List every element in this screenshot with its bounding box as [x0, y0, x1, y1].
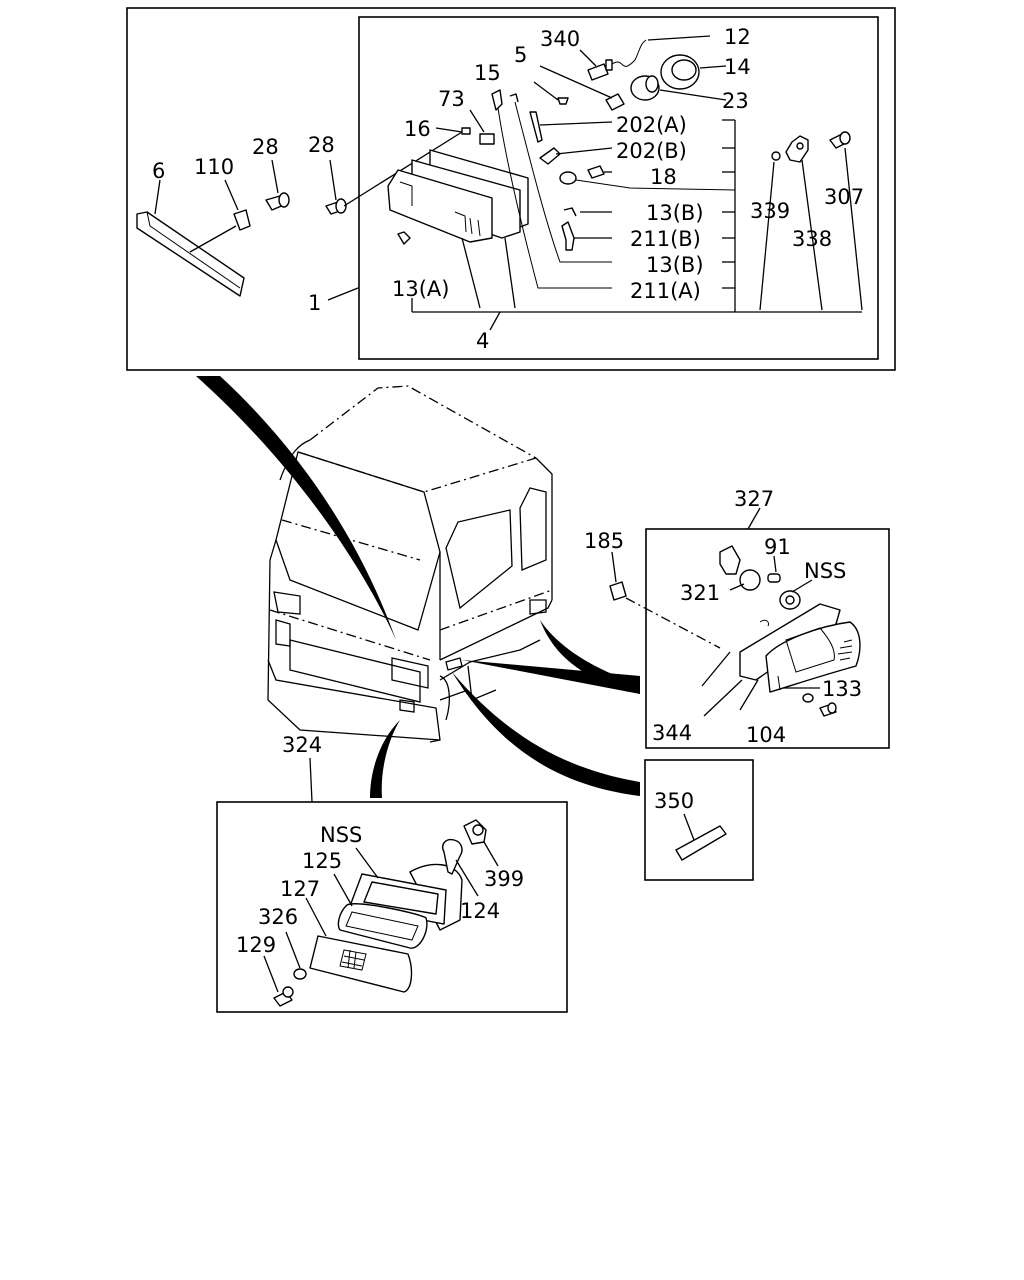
callout-211a: 211(A) [630, 279, 701, 303]
pointer-side-lamp-2 [462, 660, 640, 694]
callout-1: 1 [308, 291, 321, 315]
side-lamp-group: 327 185 91 NSS 321 133 344 104 [584, 487, 890, 749]
leader-lines [327, 119, 862, 331]
callout-124: 124 [460, 899, 500, 923]
callout-326: 326 [258, 905, 298, 929]
headlamp-inner-frame [358, 16, 879, 360]
callout-202a: 202(A) [616, 113, 687, 137]
reflector-group: 350 [644, 759, 754, 881]
callout-23: 23 [722, 89, 749, 113]
callout-133: 133 [822, 677, 862, 701]
callout-91: 91 [764, 535, 791, 559]
callout-14: 14 [724, 55, 751, 79]
truck-cab-drawing [196, 376, 640, 798]
callout-340: 340 [540, 27, 580, 51]
callout-13b-lower: 13(B) [646, 253, 704, 277]
callout-104: 104 [746, 723, 786, 747]
callout-129: 129 [236, 933, 276, 957]
callout-339: 339 [750, 199, 790, 223]
callout-344: 344 [652, 721, 692, 745]
pointer-fog-lamp [370, 720, 400, 798]
callout-324: 324 [282, 733, 322, 757]
callout-4: 4 [476, 329, 489, 353]
headlamp-small-parts [397, 81, 736, 289]
callout-338: 338 [792, 227, 832, 251]
callout-15: 15 [474, 61, 501, 85]
callout-399: 399 [484, 867, 524, 891]
headlamp-unit-part [387, 149, 529, 309]
callout-185: 185 [584, 529, 624, 553]
bulb-socket-parts [539, 35, 727, 111]
callout-nss-side: NSS [804, 559, 846, 583]
callout-12: 12 [724, 25, 751, 49]
callout-127: 127 [280, 877, 320, 901]
pointer-reflector [452, 672, 640, 796]
callout-321: 321 [680, 581, 720, 605]
callout-18: 18 [650, 165, 677, 189]
headlamp-outer-frame [126, 7, 896, 371]
callout-350: 350 [654, 789, 694, 813]
callout-13b-upper: 13(B) [646, 201, 704, 225]
screw-28-right-part [325, 131, 463, 215]
callout-307: 307 [824, 185, 864, 209]
callout-110: 110 [194, 155, 234, 179]
callout-73: 73 [438, 87, 465, 111]
side-lamp-frame [645, 528, 890, 749]
right-bracket-parts [759, 131, 863, 311]
bracket-bar-part [136, 179, 245, 297]
callout-125: 125 [302, 849, 342, 873]
callout-202b: 202(B) [616, 139, 687, 163]
callout-211b: 211(B) [630, 227, 701, 251]
callout-6: 6 [152, 159, 165, 183]
pointer-headlamp [196, 376, 396, 640]
headlamp-group: 340 12 5 14 15 23 73 202(A) 16 202(B) 28… [126, 7, 896, 371]
clip-110-part [189, 179, 251, 253]
callout-16: 16 [404, 117, 431, 141]
callout-13a: 13(A) [392, 277, 449, 301]
callout-28-left: 28 [252, 135, 279, 159]
callout-5: 5 [514, 43, 527, 67]
fog-lamp-frame [216, 801, 568, 1013]
callout-nss-fog: NSS [320, 823, 362, 847]
callout-327: 327 [734, 487, 774, 511]
reflector-frame [644, 759, 754, 881]
fog-lamp-group: 324 NSS 125 399 127 124 326 129 [216, 733, 568, 1013]
screw-28-left-part [265, 159, 290, 211]
callout-28-right: 28 [308, 133, 335, 157]
